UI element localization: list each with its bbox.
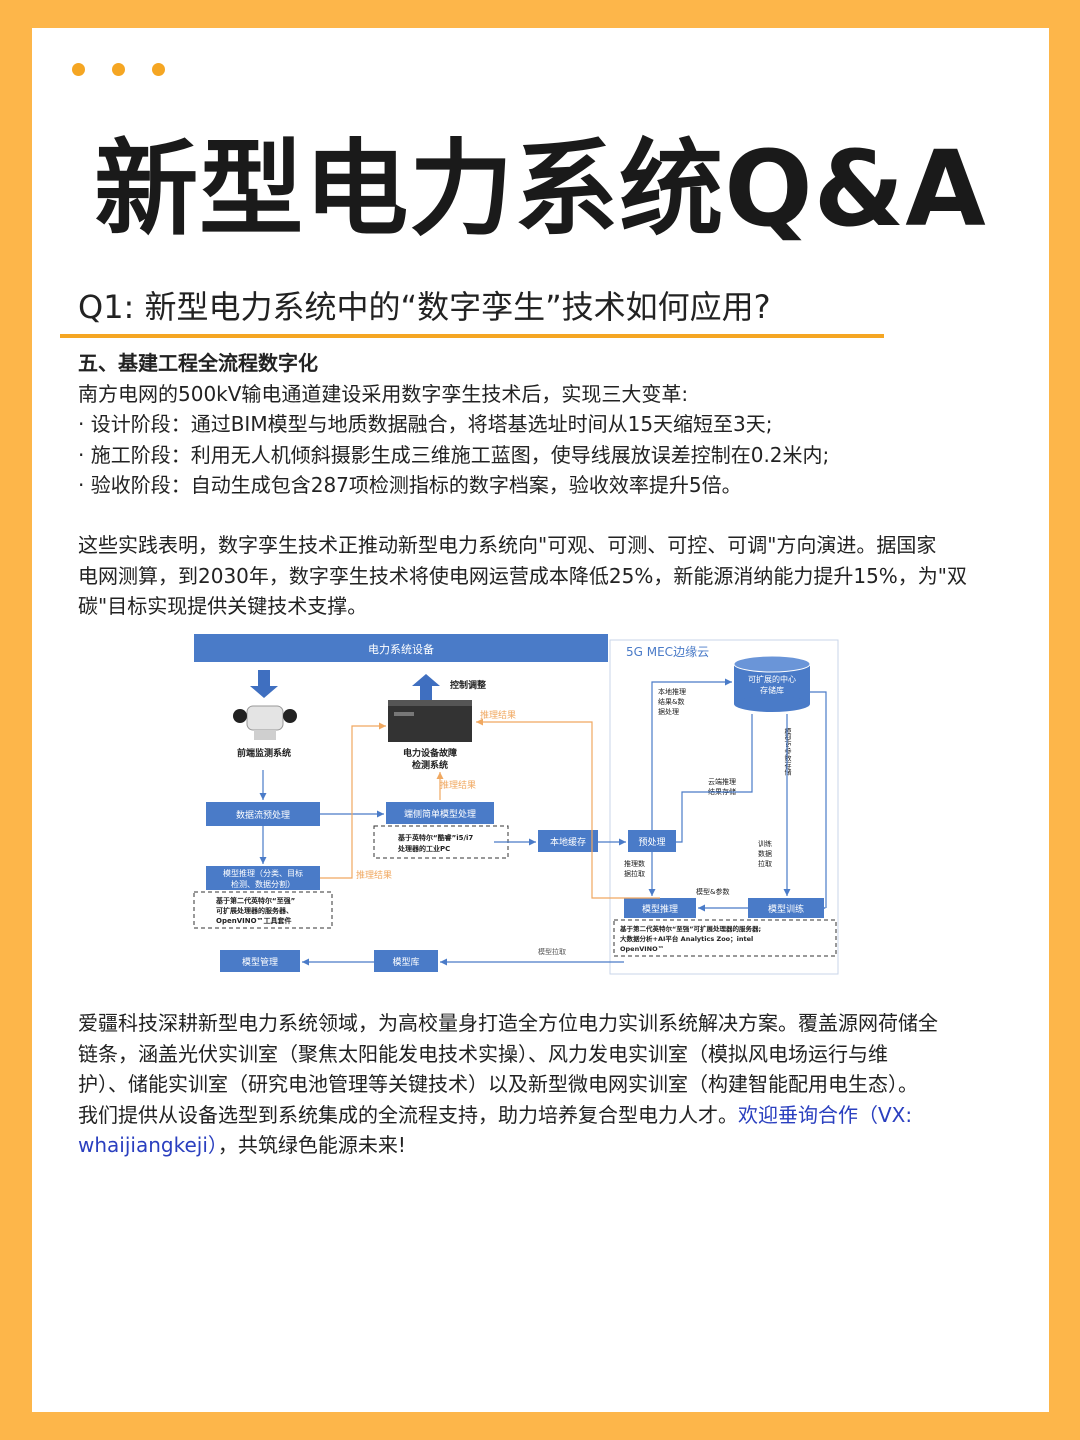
cloud-note-2: 大数据分析+AI平台 Analytics Zoo；intel — [620, 934, 753, 943]
infer-pull-label-2: 据拉取 — [624, 869, 645, 878]
train-pull-label-3: 拉取 — [758, 859, 772, 868]
cloud-note-3: OpenVINO™ — [620, 945, 664, 953]
bullet-item: · 设计阶段：通过BIM模型与地质数据融合，将塔基选址时间从15天缩短至3天; — [78, 412, 773, 436]
paragraph-line: 护）、储能实训室（研究电池管理等关键技术）以及新型微电网实训室（构建智能配用电生… — [78, 1072, 918, 1096]
paragraph-line: 碳"目标实现提供关键技术支撑。 — [78, 594, 368, 618]
model-lib-box — [374, 950, 438, 972]
architecture-diagram: 电力系统设备 5G MEC边缘云 前端监测系统 控制调整 电力设备故障 检测系统… — [193, 634, 839, 975]
wechat-id-link[interactable]: whaijiangkeji） — [78, 1133, 218, 1157]
train-pull-label-2: 数据 — [758, 849, 772, 858]
down-arrow-icon — [250, 670, 278, 698]
section-heading: 五、基建工程全流程数字化 — [78, 351, 318, 375]
edge-pc-note-2: 处理器的工业PC — [397, 844, 450, 853]
edge-model-box — [386, 802, 494, 824]
local-cache-label: 本地缓存 — [550, 836, 586, 848]
result-lines — [320, 718, 660, 899]
model-param-store-label: 模型&参数存储 — [784, 727, 792, 776]
edge-pc-note-1: 基于英特尔“酷睿”i5/i7 — [397, 833, 473, 842]
data-preprocess-label: 数据流预处理 — [236, 809, 290, 821]
bullet-item: · 施工阶段：利用无人机倾斜摄影生成三维施工蓝图，使导线展放误差控制在0.2米内… — [78, 442, 830, 467]
model-pull-label: 模型拉取 — [538, 947, 566, 956]
model-infer-box — [206, 866, 320, 890]
model-infer-label-1: 模型推理（分类、目标 — [223, 868, 303, 878]
paragraph-line: 我们提供从设备选型到系统集成的全流程支持，助力培养复合型电力人才。欢迎垂询合作（… — [78, 1100, 1038, 1131]
local-infer-label-2: 结果&数 — [658, 697, 684, 706]
system-device-label: 电力系统设备 — [368, 642, 434, 656]
up-arrow-icon — [412, 674, 440, 702]
cloud-note-1: 基于第二代英特尔“至强”可扩展处理器的服务器; — [619, 924, 761, 933]
fault-detect-label-1: 电力设备故障 — [403, 747, 457, 759]
model-train-label: 模型训练 — [768, 903, 804, 915]
model-lib-label: 模型库 — [392, 956, 419, 968]
model-manage-box — [220, 950, 300, 972]
front-monitor-label: 前端监测系统 — [237, 747, 291, 759]
section-intro: 南方电网的500kV输电通道建设采用数字孪生技术后，实现三大变革: — [78, 381, 689, 406]
paragraph-line: 爱疆科技深耕新型电力系统领域，为高校量身打造全方位电力实训系统解决方案。覆盖源网… — [78, 1011, 938, 1035]
preprocess-label: 预处理 — [638, 836, 665, 848]
local-infer-label-3: 据处理 — [658, 707, 679, 716]
model-train-box — [748, 898, 824, 918]
paragraph-line: 链条，涵盖光伏实训室（聚焦太阳能发电技术实操）、风力发电实训室（模拟风电场运行与… — [78, 1041, 888, 1066]
infer-pull-label-1: 推理数 — [624, 859, 645, 868]
server-note-1: 基于第二代英特尔“至强” — [215, 896, 295, 905]
fault-detect-label-2: 检测系统 — [412, 759, 448, 771]
local-cache-box — [538, 830, 598, 852]
infer-result-label: 推理结果 — [356, 869, 392, 881]
company-paragraph: 爱疆科技深耕新型电力系统领域，为高校量身打造全方位电力实训系统解决方案。覆盖源网… — [78, 1008, 1038, 1161]
paragraph-line: 电网测算，到2030年，数字孪生技术将使电网运营成本降低25%，新能源消纳能力提… — [78, 563, 968, 588]
infer-result-label: 推理结果 — [440, 779, 476, 791]
system-device-bar — [194, 634, 608, 662]
control-adjust-label: 控制调整 — [450, 679, 486, 691]
question-underline — [60, 334, 884, 338]
section-infrastructure: 五、基建工程全流程数字化 南方电网的500kV输电通道建设采用数字孪生技术后，实… — [78, 348, 1038, 501]
edge-cloud-label: 5G MEC边缘云 — [626, 645, 709, 659]
server-note-box — [193, 891, 333, 929]
paragraph-text: 我们提供从设备选型到系统集成的全流程支持，助力培养复合型电力人才。 — [78, 1102, 738, 1127]
dot-icon — [72, 63, 85, 76]
central-store-label-1: 可扩展的中心 — [748, 674, 796, 684]
dot-icon — [152, 63, 165, 76]
cloud-model-infer-label: 模型推理 — [642, 903, 678, 915]
data-preprocess-box — [206, 802, 320, 826]
edge-model-label: 端侧简单模型处理 — [404, 808, 476, 820]
cloud-infer-label-1: 云端推理 — [708, 777, 736, 786]
content-card: 新型电力系统Q&A Q1: 新型电力系统中的“数字孪生”技术如何应用? 五、基建… — [32, 28, 1049, 1412]
summary-paragraph: 这些实践表明，数字孪生技术正推动新型电力系统向"可观、可测、可控、可调"方向演进… — [78, 530, 1038, 622]
cloud-model-infer-box — [624, 898, 696, 918]
storage-icon — [733, 655, 811, 712]
edge-pc-note-box — [373, 825, 509, 859]
paragraph-line: whaijiangkeji），共筑绿色能源未来! — [78, 1130, 1038, 1161]
question-heading: Q1: 新型电力系统中的“数字孪生”技术如何应用? — [78, 288, 771, 326]
local-infer-label-1: 本地推理 — [658, 687, 686, 696]
bullet-item: · 验收阶段：自动生成包含287项检测指标的数字档案，验收效率提升5倍。 — [78, 473, 742, 497]
cloud-note-box — [613, 919, 837, 957]
model-infer-label-2: 检测、数据分割） — [231, 879, 295, 889]
page-title: 新型电力系统Q&A — [94, 128, 987, 250]
window-dots — [72, 61, 192, 80]
paragraph-line: 这些实践表明，数字孪生技术正推动新型电力系统向"可观、可测、可控、可调"方向演进… — [78, 533, 937, 557]
connector-lines — [259, 678, 830, 966]
model-params-label: 模型&参数 — [696, 887, 729, 896]
server-note-2: 可扩展处理器的服务器、 — [216, 906, 293, 915]
dot-icon — [112, 63, 125, 76]
infer-result-label: 推理结果 — [480, 709, 516, 721]
cloud-region — [609, 639, 839, 975]
contact-link[interactable]: 欢迎垂询合作（VX: — [738, 1102, 913, 1127]
server-note-3: OpenVINO™工具套件 — [216, 916, 292, 925]
preprocess-box — [628, 830, 676, 852]
server-icon — [388, 700, 472, 742]
train-pull-label-1: 训练 — [758, 839, 772, 848]
central-store-label-2: 存储库 — [760, 685, 784, 695]
camera-icon — [233, 705, 297, 740]
model-manage-label: 模型管理 — [242, 956, 278, 968]
paragraph-text: ，共筑绿色能源未来! — [217, 1133, 406, 1157]
